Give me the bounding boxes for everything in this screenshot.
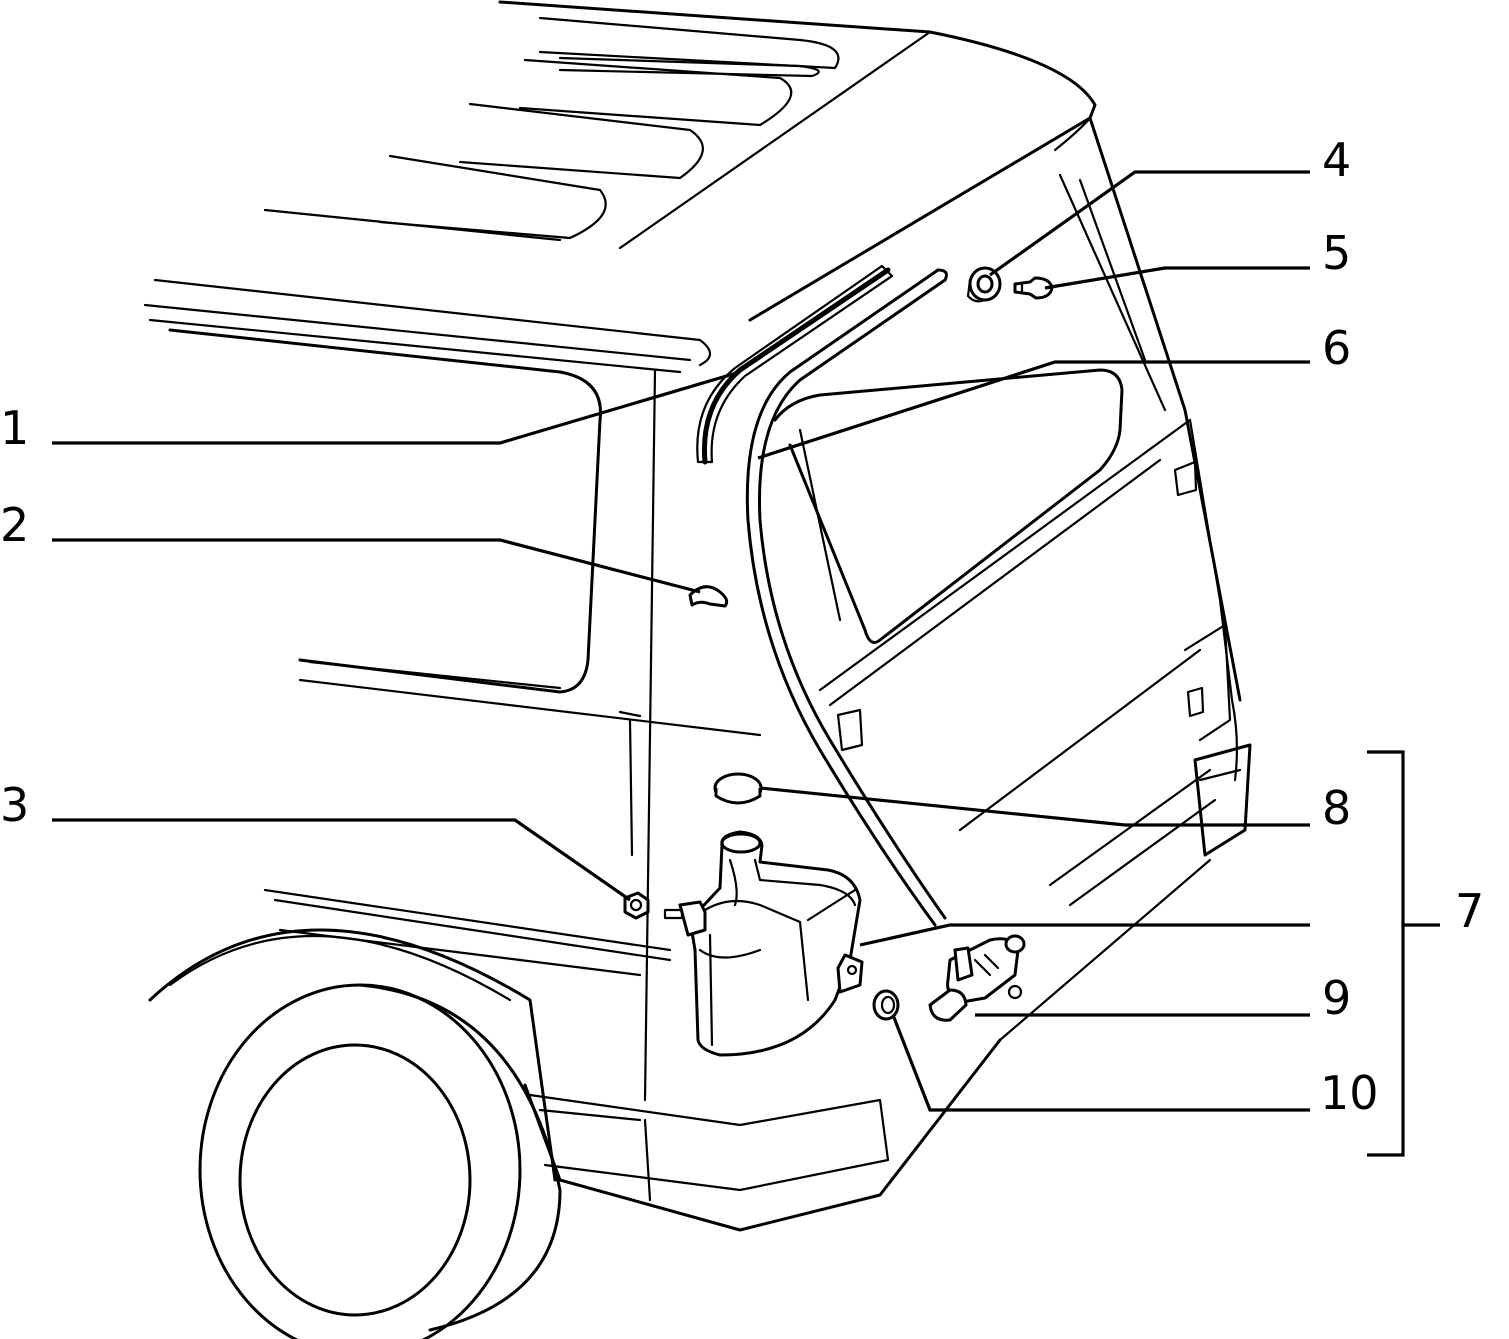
callout-label-1: 1	[0, 401, 30, 455]
vehicle-body	[143, 0, 1252, 1339]
callout-label-8: 8	[1322, 781, 1352, 835]
part-3-nut	[623, 891, 650, 920]
part-2-clip	[688, 585, 729, 608]
part-9-pump	[928, 934, 1026, 1022]
callout-label-6: 6	[1322, 321, 1352, 375]
callout-label-2: 2	[0, 498, 30, 552]
callout-label-5: 5	[1322, 226, 1352, 280]
callout-label-9: 9	[1322, 971, 1352, 1025]
part-6-hose	[758, 278, 947, 920]
callout-label-3: 3	[0, 778, 30, 832]
part-10-seal	[872, 989, 900, 1021]
part-7-reservoir	[663, 830, 864, 1057]
callout-label-4: 4	[1322, 133, 1352, 187]
part-4-grommet	[966, 266, 1002, 303]
callout-label-7: 7	[1455, 884, 1485, 938]
callout-label-10: 10	[1320, 1066, 1379, 1120]
part-8-cap	[713, 772, 763, 805]
leader-lines	[52, 170, 1440, 1157]
